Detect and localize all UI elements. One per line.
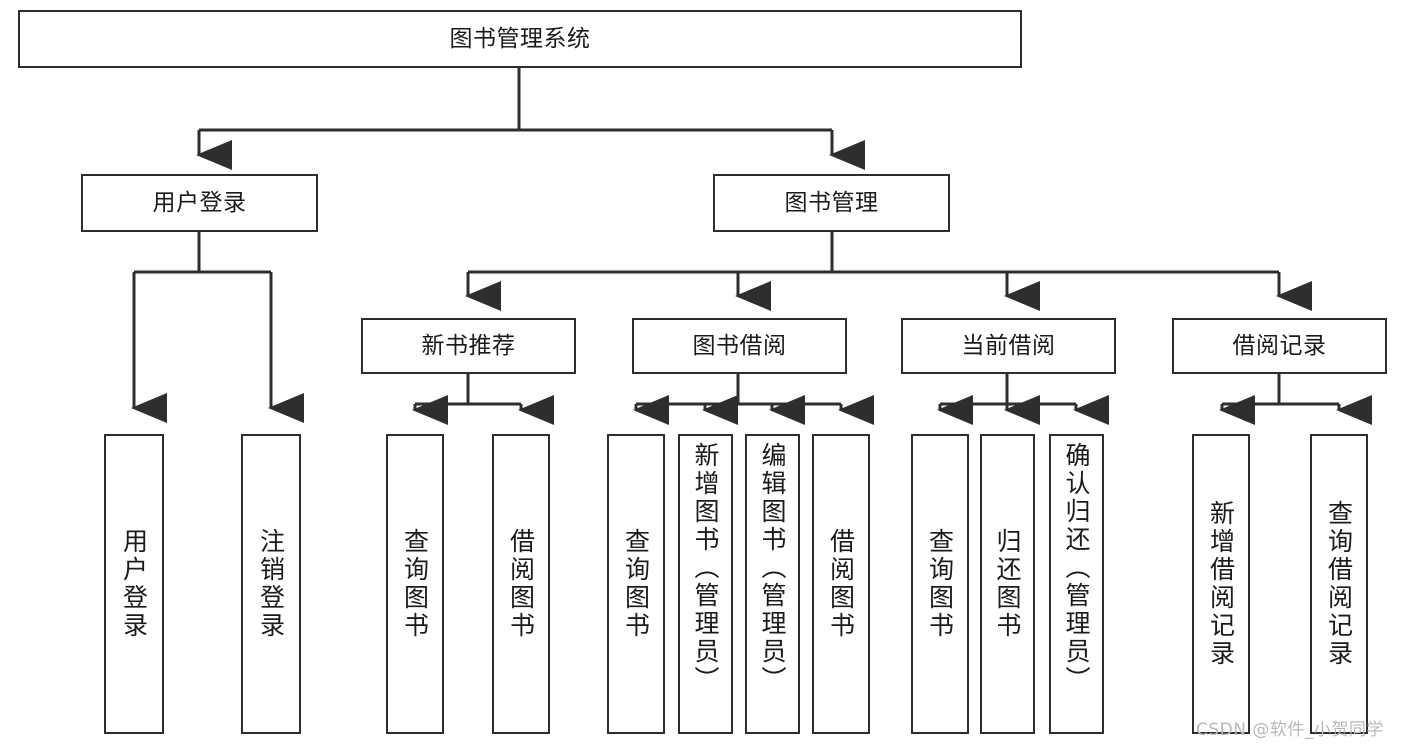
node-borrow-record[interactable]: 借阅记录 <box>1172 318 1387 374</box>
leaf-query-book-1-label: 查询图书 <box>400 528 430 640</box>
leaf-logout-login-label: 注销登录 <box>256 528 286 640</box>
leaf-add-book-label: 新增图书（管理员） <box>691 442 720 694</box>
leaf-add-record[interactable]: 新增借阅记录 <box>1192 434 1250 734</box>
leaf-query-book-3-label: 查询图书 <box>925 528 955 640</box>
node-user-login-label: 用户登录 <box>152 189 247 216</box>
node-root[interactable]: 图书管理系统 <box>18 10 1022 68</box>
node-new-book-recommend-label: 新书推荐 <box>421 332 516 359</box>
leaf-user-login-label: 用户登录 <box>119 528 149 640</box>
leaf-return-book-label: 归还图书 <box>993 528 1022 640</box>
node-borrow-record-label: 借阅记录 <box>1232 332 1327 359</box>
leaf-edit-book-label: 编辑图书（管理员） <box>758 442 787 694</box>
leaf-add-record-label: 新增借阅记录 <box>1206 500 1236 668</box>
leaf-edit-book[interactable]: 编辑图书（管理员） <box>745 434 800 734</box>
node-root-label: 图书管理系统 <box>449 25 591 52</box>
csdn-watermark: CSDN @软件_小贺同学 <box>1196 720 1384 740</box>
leaf-query-record[interactable]: 查询借阅记录 <box>1310 434 1368 734</box>
node-book-manage[interactable]: 图书管理 <box>713 174 950 232</box>
node-new-book-recommend[interactable]: 新书推荐 <box>361 318 576 374</box>
node-book-borrow[interactable]: 图书借阅 <box>632 318 847 374</box>
node-book-borrow-label: 图书借阅 <box>692 332 787 359</box>
leaf-query-book-2-label: 查询图书 <box>621 528 651 640</box>
node-current-borrow-label: 当前借阅 <box>961 332 1056 359</box>
leaf-borrow-book-1[interactable]: 借阅图书 <box>492 434 550 734</box>
leaf-query-book-3[interactable]: 查询图书 <box>911 434 969 734</box>
node-user-login[interactable]: 用户登录 <box>81 174 318 232</box>
leaf-user-login[interactable]: 用户登录 <box>104 434 164 734</box>
leaf-borrow-book-2-label: 借阅图书 <box>826 528 856 640</box>
node-current-borrow[interactable]: 当前借阅 <box>901 318 1116 374</box>
leaf-logout-login[interactable]: 注销登录 <box>241 434 301 734</box>
leaf-query-book-2[interactable]: 查询图书 <box>607 434 665 734</box>
leaf-query-record-label: 查询借阅记录 <box>1324 500 1354 668</box>
leaf-confirm-return-label: 确认归还（管理员） <box>1062 442 1091 694</box>
leaf-borrow-book-2[interactable]: 借阅图书 <box>812 434 870 734</box>
node-book-manage-label: 图书管理 <box>784 189 879 216</box>
leaf-return-book[interactable]: 归还图书 <box>980 434 1035 734</box>
leaf-borrow-book-1-label: 借阅图书 <box>506 528 536 640</box>
leaf-confirm-return[interactable]: 确认归还（管理员） <box>1049 434 1104 734</box>
leaf-query-book-1[interactable]: 查询图书 <box>386 434 444 734</box>
leaf-add-book[interactable]: 新增图书（管理员） <box>678 434 733 734</box>
